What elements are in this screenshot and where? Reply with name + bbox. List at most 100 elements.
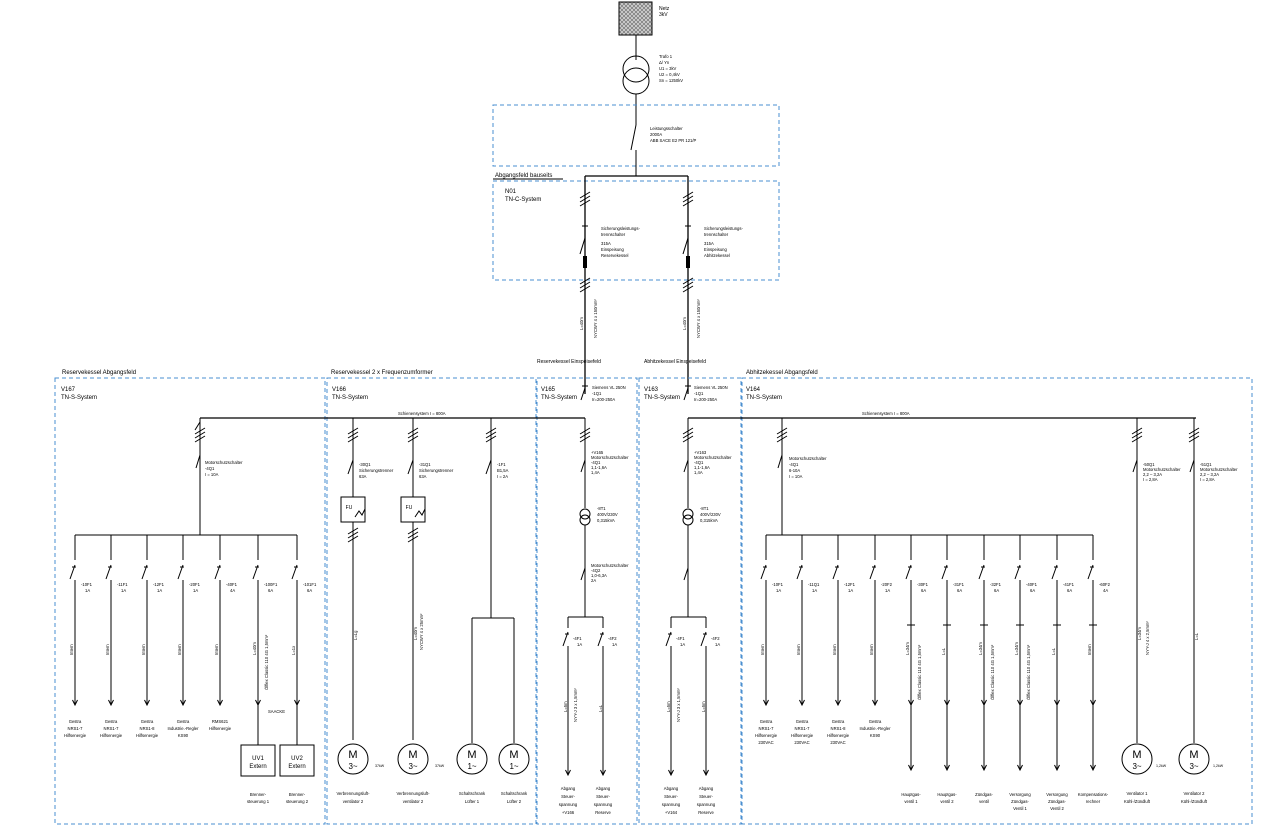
switch-blade [1189, 459, 1195, 473]
trafo-label: -8T1 [700, 506, 709, 511]
v164-branch: -12F11AInternGestraNRS1-8Hilfsenergie230… [827, 535, 856, 745]
v166-branch: -30Q1Sicherungstrenner63AFUL=Lg37kWM3~Ve… [336, 418, 394, 804]
consumer-label: Gestra [869, 719, 882, 724]
busbar-right-label: Schienensystem I = 800A [862, 411, 910, 416]
phase-mark [682, 199, 694, 207]
zone-v166-system: TN-S-System [332, 395, 368, 401]
switch-blade [580, 387, 586, 401]
mcb2-label: 2A [591, 578, 596, 583]
motor-icon: M3~ [1178, 743, 1210, 775]
zone-v164-id: V164 [746, 387, 761, 393]
mcb-label: Motorschutzschalter [591, 455, 629, 460]
branch-cable: Intern [69, 644, 74, 655]
arrow-icon [908, 764, 914, 772]
phase-mark [579, 277, 591, 285]
branch-cable-2: Ölflex Classic 110 4G 1,5mm² [917, 644, 922, 700]
consumer-label: 230VAC [794, 740, 809, 745]
branch-desc-2: 63A [419, 474, 427, 479]
arrow-icon [1054, 764, 1060, 772]
fu-box [340, 496, 366, 523]
branch-tag: -30F1 [917, 582, 929, 587]
branch-rating: 1A [812, 588, 817, 593]
consumer-label: KS90 [178, 733, 189, 738]
transformer-primary [622, 55, 650, 83]
fuse-switch-icon [1051, 564, 1058, 580]
consumer-label: Abgang [561, 786, 576, 791]
v164-branch: -10F11AInternGestraNRS1-7Hilfsenergie230… [755, 535, 784, 745]
consumer-label: spannung [559, 802, 578, 807]
v164-mcb-4: I = 10A [789, 474, 803, 479]
motor-icon: M3~ [397, 743, 429, 775]
zone-v164-heading: Abhitzekessel Abgangsfeld [746, 370, 818, 376]
branch-rating: 6A [994, 588, 999, 593]
fuse-switch-icon [832, 564, 839, 580]
phase-mark [682, 285, 694, 293]
n01-system: TN-C-System [505, 197, 541, 203]
consumer-label: +V166 [562, 810, 575, 815]
branch-desc: B1,5A [497, 468, 509, 473]
n01-id: N01 [505, 189, 517, 195]
ext-box [279, 744, 315, 777]
v164-mcb-2: -4Q1 [789, 462, 799, 467]
feed-right-line-2: trennschalter [704, 232, 729, 237]
consumer-label: Kühl-/Zündluft [1124, 799, 1151, 804]
trafo-coil-icon [579, 514, 591, 526]
consumer-label: ventilator 2 [403, 799, 424, 804]
branch-tag: -20F1 [189, 582, 201, 587]
motor-letter: M [408, 749, 417, 761]
zone-v165-system: TN-S-System [541, 395, 577, 401]
branch-cable: L=5m [701, 701, 706, 712]
branch-cable: L=34m [905, 642, 910, 655]
fu-label: FU [346, 505, 353, 511]
consumer-label: Gestra [760, 719, 773, 724]
mcb2-label: 1,0-6,3A [591, 573, 607, 578]
arrow-icon [217, 699, 223, 707]
phase-mark [407, 435, 419, 443]
trafo-title: Trafo 1 [659, 54, 673, 59]
branch-tag: -32F1 [990, 582, 1002, 587]
branch-cable: L=40m [252, 642, 257, 655]
feed-left-line-1: Sicherungsleistungs- [601, 226, 640, 231]
consumer-label: spannung [594, 802, 613, 807]
arrow-icon [944, 764, 950, 772]
branch-tag: -10F1 [81, 582, 93, 587]
branch-cable-2: NYY-J 3 x 1,5mm² [676, 688, 681, 722]
motor-circle [1121, 743, 1153, 775]
branch-rating: 1A [193, 588, 198, 593]
motor-power: 37kW [435, 764, 445, 768]
n01-zone [492, 180, 780, 281]
branch-tag: -11Q1 [808, 582, 820, 587]
consumer-label: NRS1-7 [759, 726, 775, 731]
consumer-label: Reserve [595, 810, 611, 815]
consumer-label: steuerung 1 [247, 799, 270, 804]
cable-left-type: NYCWY 4 x 150mm² [593, 299, 598, 338]
branch-tag: -4F2 [608, 636, 617, 641]
fuse-mark [685, 225, 691, 238]
branch-tag: -50Q1 [1143, 462, 1155, 467]
v164-mcb-3: 6-10A [789, 468, 800, 473]
motor-letter: M [1189, 749, 1198, 761]
arrow-icon [763, 699, 769, 707]
switch-blade [407, 459, 414, 475]
fu-wave-icon [414, 508, 426, 518]
consumer-label: ventil 1 [904, 799, 918, 804]
motor-phase: 1~ [467, 762, 476, 771]
zone-v165-heading: Reservekessel Einspeisefeld [537, 359, 601, 365]
v167-mcb-1: Motorschutzschalter [205, 460, 243, 465]
feed-right-line-4: Einspeisung [704, 247, 727, 252]
fuse-switch-icon [700, 631, 707, 647]
branch-cable: Intern [105, 644, 110, 655]
branch-rating: 4A [1103, 588, 1108, 593]
consumer-label: Hilfsenergie [755, 733, 778, 738]
branch-cable: Intern [177, 644, 182, 655]
branch-rating: 1A [715, 642, 720, 647]
phase-mark [1188, 431, 1200, 439]
branch-cable: L=34m [978, 642, 983, 655]
arrow-icon [799, 699, 805, 707]
fuse-switch-icon [905, 564, 912, 580]
feed-right-line-3: 315A [704, 241, 714, 246]
